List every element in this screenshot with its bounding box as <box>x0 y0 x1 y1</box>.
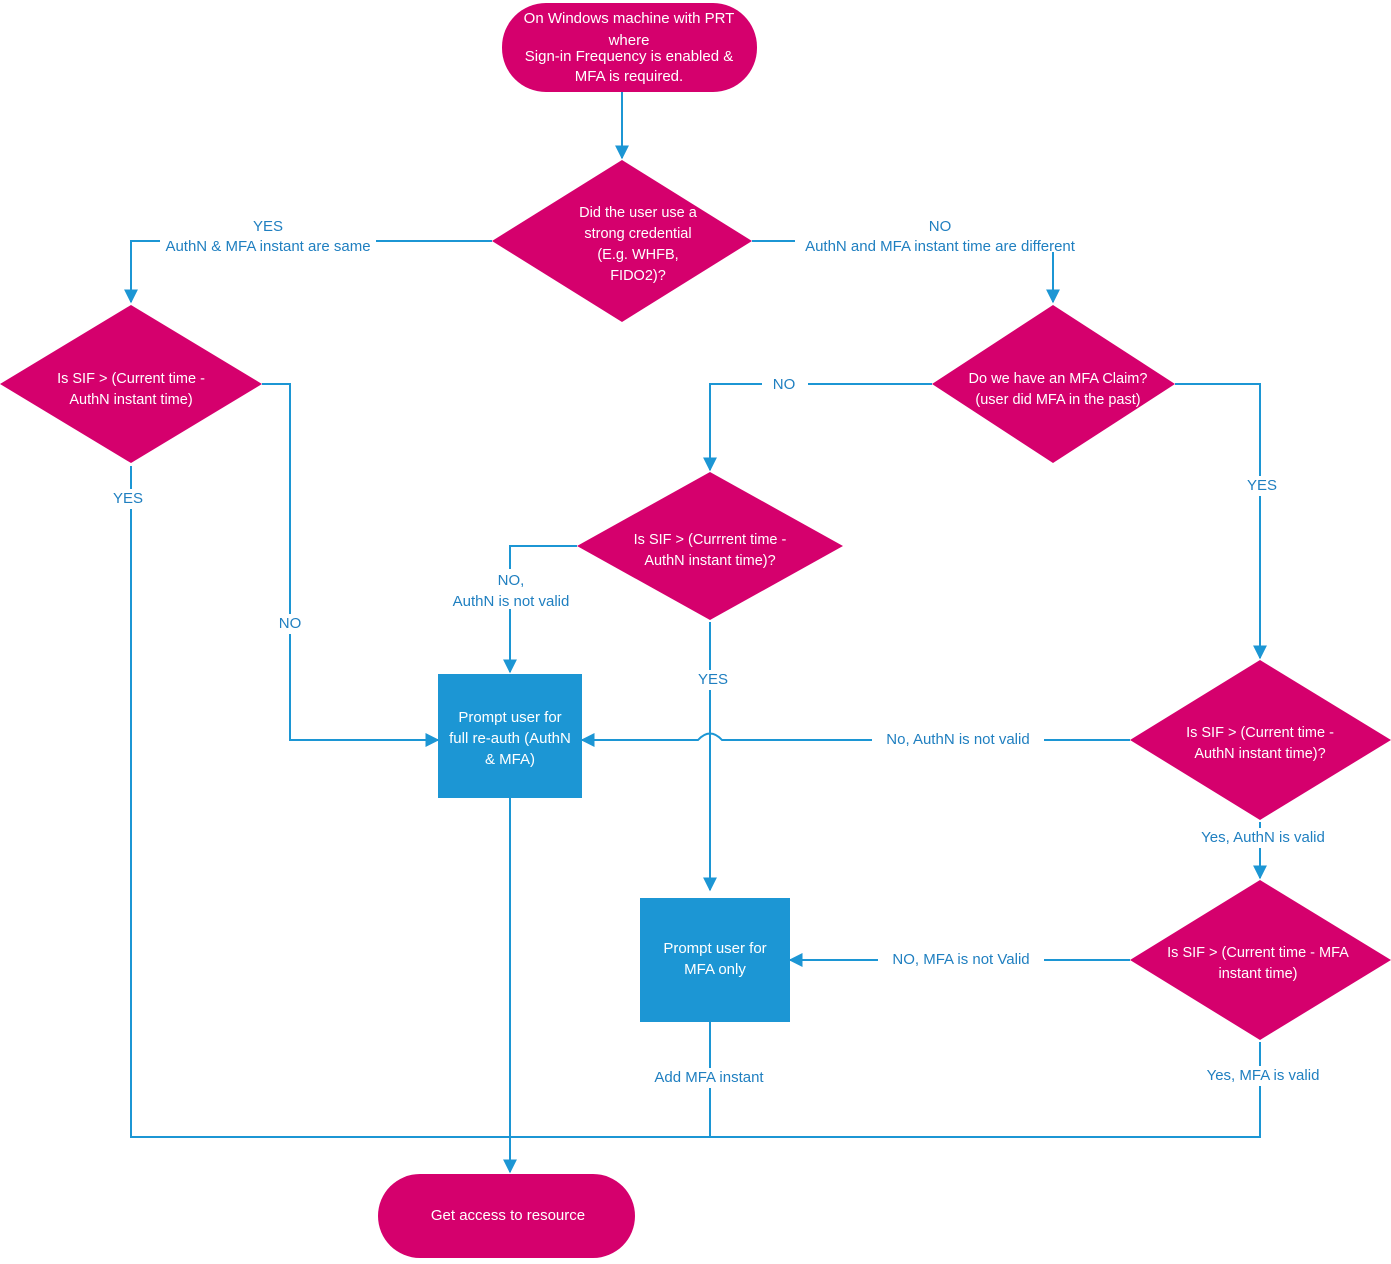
node-sif-authn-middle-decision: Is SIF > (Currrent time - AuthN instant … <box>577 472 843 620</box>
edge-label-middle-yes: YES <box>688 670 740 690</box>
node-strong-credential-line-4: FIDO2)? <box>610 268 666 284</box>
connector-right-sif-mfa-yes <box>510 1042 1261 1138</box>
connector-mfa-claim-yes <box>1175 383 1267 660</box>
node-prompt-full-reauth-line-3: & MFA) <box>485 751 535 768</box>
node-sif-authn-right-line-1: Is SIF > (Current time - <box>1186 725 1334 741</box>
edge-label-no-different-instant-line-2: AuthN and MFA instant time are different <box>805 238 1076 255</box>
node-mfa-claim-line-1: Do we have an MFA Claim? <box>969 371 1148 387</box>
connector-left-sif-yes-to-get-access <box>130 466 517 1174</box>
edge-label-yes-same-instant: YES AuthN & MFA instant are same <box>160 214 376 255</box>
node-prompt-mfa-only-line-2: MFA only <box>684 961 746 978</box>
node-mfa-claim-line-2: (user did MFA in the past) <box>975 392 1140 408</box>
edge-label-right-no-mfa-invalid-text: NO, MFA is not Valid <box>892 951 1029 968</box>
node-strong-credential-line-1: Did the user use a <box>579 205 698 221</box>
node-start-line-4: MFA is required. <box>575 68 683 85</box>
edge-label-left-yes: YES <box>104 489 158 509</box>
node-sif-authn-middle-line-1: Is SIF > (Currrent time - <box>634 532 787 548</box>
node-get-access: Get access to resource <box>378 1174 635 1258</box>
edge-label-yes-same-instant-line-1: YES <box>253 218 283 235</box>
node-sif-authn-left-line-1: Is SIF > (Current time - <box>57 371 205 387</box>
edge-label-right-yes-authn-valid: Yes, AuthN is valid <box>1190 828 1350 848</box>
node-prompt-full-reauth: Prompt user for full re-auth (AuthN & MF… <box>438 674 582 798</box>
edge-label-add-mfa-instant: Add MFA instant <box>644 1068 776 1088</box>
edge-label-right-no-authn-invalid: No, AuthN is not valid <box>872 730 1044 750</box>
edge-label-claim-no: NO <box>762 375 808 395</box>
node-sif-authn-right-decision: Is SIF > (Current time - AuthN instant t… <box>1130 660 1391 820</box>
node-sif-mfa-right-line-1: Is SIF > (Current time - MFA <box>1167 945 1349 961</box>
edge-label-add-mfa-instant-text: Add MFA instant <box>654 1069 764 1086</box>
node-prompt-mfa-only-line-1: Prompt user for <box>663 940 766 957</box>
node-mfa-claim-decision: Do we have an MFA Claim? (user did MFA i… <box>932 305 1175 463</box>
edge-label-claim-yes: YES <box>1236 476 1290 496</box>
edge-label-middle-yes-text: YES <box>698 671 728 688</box>
node-start: On Windows machine with PRT where Sign-i… <box>502 3 757 92</box>
edge-label-right-yes-authn-valid-text: Yes, AuthN is valid <box>1201 829 1325 846</box>
edge-label-right-yes-mfa-valid: Yes, MFA is valid <box>1196 1066 1348 1086</box>
node-prompt-full-reauth-line-2: full re-auth (AuthN <box>449 730 571 747</box>
edge-label-left-no-text: NO <box>279 615 302 632</box>
node-sif-authn-left-decision: Is SIF > (Current time - AuthN instant t… <box>0 305 262 463</box>
connector-mfa-claim-no <box>703 383 932 472</box>
edge-label-middle-no-authn-invalid-line-2: AuthN is not valid <box>453 593 570 610</box>
connector-left-sif-no-to-full-reauth <box>262 383 440 747</box>
edge-label-middle-no-authn-invalid: NO, AuthN is not valid <box>432 569 592 610</box>
edge-label-no-different-instant-line-1: NO <box>929 218 952 235</box>
node-strong-credential-line-2: strong credential <box>584 226 691 242</box>
node-sif-mfa-right-line-2: instant time) <box>1219 966 1298 982</box>
node-start-line-1: On Windows machine with PRT <box>524 10 735 27</box>
node-sif-authn-right-line-2: AuthN instant time)? <box>1194 746 1325 762</box>
node-prompt-mfa-only: Prompt user for MFA only <box>640 898 790 1022</box>
connector-middle-sif-no <box>503 545 577 674</box>
node-sif-authn-left-line-2: AuthN instant time) <box>69 392 192 408</box>
edge-label-middle-no-authn-invalid-line-1: NO, <box>498 572 525 589</box>
node-start-line-2: where <box>608 32 650 49</box>
edge-label-right-no-mfa-invalid: NO, MFA is not Valid <box>878 950 1044 970</box>
node-sif-authn-middle-line-2: AuthN instant time)? <box>644 553 775 569</box>
node-strong-credential-decision: Did the user use a strong credential (E.… <box>492 160 752 322</box>
node-start-line-3: Sign-in Frequency is enabled & <box>525 48 733 65</box>
node-get-access-label: Get access to resource <box>431 1207 585 1224</box>
node-strong-credential-line-3: (E.g. WHFB, <box>597 247 678 263</box>
edge-label-left-no: NO <box>268 614 314 634</box>
edge-label-left-yes-text: YES <box>113 490 143 507</box>
connector-right-sif-authn-no <box>580 732 1130 747</box>
edge-label-claim-yes-text: YES <box>1247 477 1277 494</box>
node-sif-mfa-right-decision: Is SIF > (Current time - MFA instant tim… <box>1130 880 1391 1040</box>
node-prompt-full-reauth-line-1: Prompt user for <box>458 709 561 726</box>
edge-label-yes-same-instant-line-2: AuthN & MFA instant are same <box>165 238 370 255</box>
edge-label-right-yes-mfa-valid-text: Yes, MFA is valid <box>1207 1067 1320 1084</box>
edge-label-claim-no-text: NO <box>773 376 796 393</box>
edge-label-right-no-authn-invalid-text: No, AuthN is not valid <box>886 731 1029 748</box>
edge-label-no-different-instant: NO AuthN and MFA instant time are differ… <box>795 214 1089 255</box>
